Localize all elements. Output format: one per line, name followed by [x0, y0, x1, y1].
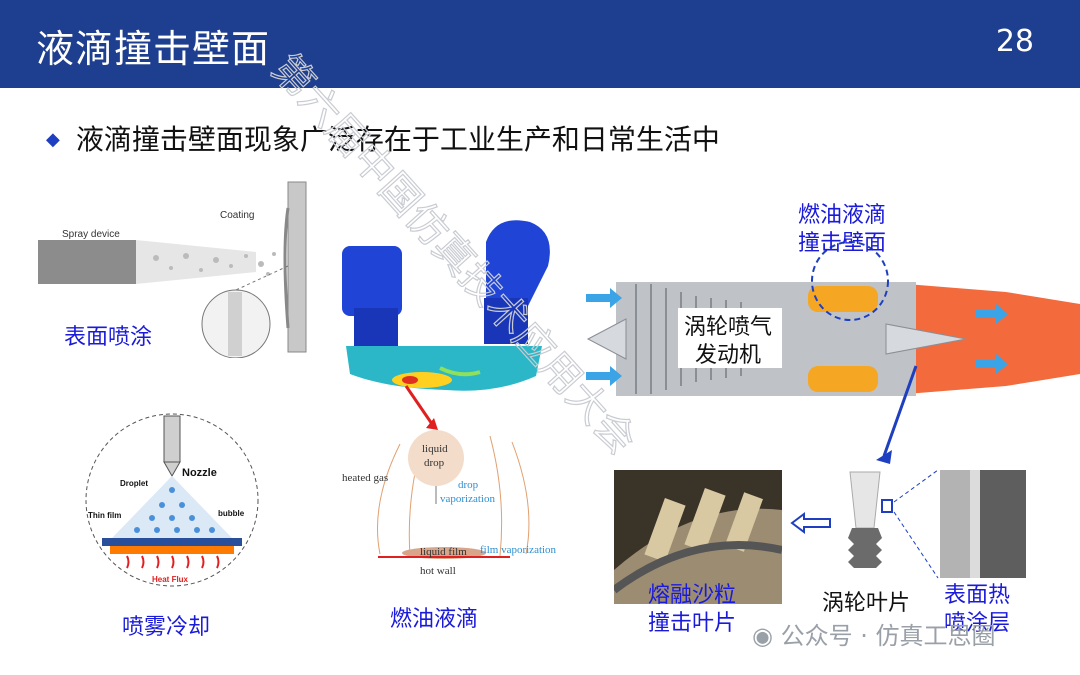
red-pointer-arrow [402, 384, 442, 434]
film-vaporization-label: film vaporization [480, 544, 557, 556]
engine-label-line1: 涡轮喷气 [683, 315, 772, 340]
spray-coating-figure: Spray device Coating [36, 178, 316, 358]
fuel-injector-model [340, 212, 566, 408]
drop-vaporization-line1: drop [458, 479, 479, 491]
drop-label: drop [424, 457, 445, 469]
spray-device-label: Spray device [62, 229, 120, 240]
fuel-impact-line1: 燃油液滴 [798, 203, 887, 228]
turbine-blade-figure [838, 470, 898, 580]
caption-fuel-impact: 燃油液滴 撞击壁面 [798, 202, 886, 258]
left-outline-arrow-icon [790, 512, 832, 534]
coating-line1: 表面热 [944, 583, 1011, 608]
caption-sand-impact: 熔融沙粒 撞击叶片 [648, 582, 736, 638]
diamond-bullet-icon: ◆ [46, 129, 60, 150]
drop-vaporization-line2: vaporization [440, 493, 495, 505]
caption-turbine-blade: 涡轮叶片 [822, 591, 911, 616]
nozzle-label: Nozzle [182, 467, 217, 479]
droplet-vaporization-diagram: liquid drop heated gas drop vaporization… [340, 426, 570, 582]
impact-region-dashed-circle [808, 238, 892, 324]
engine-label: 涡轮喷气 发动机 [676, 314, 780, 370]
footer-text: 公众号 · 仿真工思圈 [780, 622, 996, 650]
coating-label: Coating [220, 210, 254, 221]
fuel-impact-line2: 撞击壁面 [798, 231, 887, 256]
header-bar: 液滴撞击壁面 28 [0, 0, 1080, 88]
sand-impact-line1: 熔融沙粒 [648, 583, 737, 608]
engine-label-line2: 发动机 [694, 343, 761, 368]
liquid-film-label: liquid film [420, 546, 467, 558]
sand-impact-line2: 撞击叶片 [648, 611, 737, 636]
wechat-icon: ◉ [752, 622, 773, 650]
coating-line2: 喷涂层 [944, 611, 1011, 636]
bubble-label: bubble [218, 509, 245, 518]
bullet-point: ◆ 液滴撞击壁面现象广泛存在于工业生产和日常生活中 [46, 118, 720, 158]
slide-title: 液滴撞击壁面 [36, 27, 271, 71]
droplet-label: Droplet [120, 479, 148, 488]
zoom-lines [886, 468, 942, 582]
coating-micrograph [940, 470, 1026, 578]
page-number: 28 [995, 24, 1034, 59]
blue-pointer-arrow [872, 364, 922, 468]
sand-impact-photo [614, 470, 782, 604]
spray-cooling-figure: Nozzle Droplet Thin film bubble Heat Flu… [82, 410, 262, 590]
turbojet-engine-figure [586, 264, 1080, 414]
thin-film-label: Thin film [88, 511, 121, 520]
heated-gas-label: heated gas [342, 472, 388, 484]
caption-spray-coating: 表面喷涂 [64, 325, 153, 350]
liquid-label: liquid [422, 443, 448, 455]
caption-fuel-droplet: 燃油液滴 [390, 607, 479, 632]
caption-spray-cooling: 喷雾冷却 [122, 615, 211, 640]
heat-flux-label: Heat Flux [152, 575, 189, 584]
hot-wall-label: hot wall [420, 565, 456, 577]
caption-thermal-coating: 表面热 喷涂层 [944, 582, 1010, 638]
bullet-text: 液滴撞击壁面现象广泛存在于工业生产和日常生活中 [75, 123, 720, 156]
wechat-footer: ◉ 公众号 · 仿真工思圈 [752, 616, 995, 651]
